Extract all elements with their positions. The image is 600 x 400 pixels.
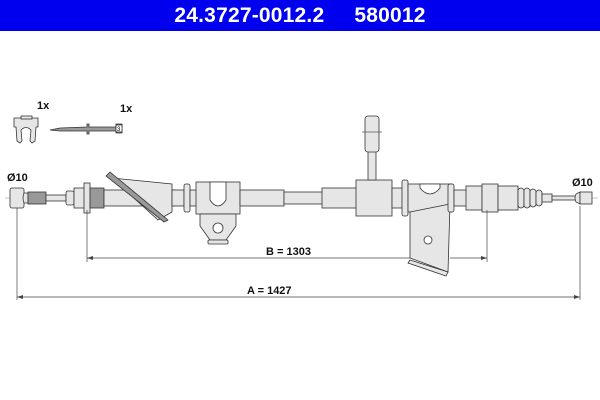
angled-bracket: [103, 171, 191, 223]
left-end-fitting: Ø10: [7, 172, 105, 214]
dimension-b-label: B = 1303: [266, 246, 311, 258]
right-end-fitting: Ø10: [453, 177, 593, 213]
part-number: 24.3727-0012.2: [174, 3, 325, 27]
cable-clip-icon: [13, 117, 39, 144]
clip-quantity-label: 1x: [37, 100, 50, 112]
cable-tie-icon: [49, 123, 123, 135]
dimension-a: A = 1427: [16, 206, 581, 300]
left-mount-bracket: [189, 181, 241, 245]
accessory-clip: 1x: [13, 100, 50, 144]
right-mount-bracket: [407, 183, 455, 277]
reference-number: 580012: [354, 3, 426, 27]
tie-quantity-label: 1x: [120, 103, 133, 115]
dimension-a-label: A = 1427: [247, 285, 292, 297]
dimension-b: B = 1303: [86, 210, 488, 262]
right-diameter-label: Ø10: [572, 177, 593, 189]
tie-tag-text: 3: [117, 127, 121, 133]
t-bracket: [355, 115, 409, 217]
cable-sleeve: [239, 187, 359, 209]
left-diameter-label: Ø10: [7, 172, 28, 184]
title-bar: 24.3727-0012.2 580012: [0, 0, 600, 31]
accessory-tie: 1x 3: [49, 103, 133, 135]
